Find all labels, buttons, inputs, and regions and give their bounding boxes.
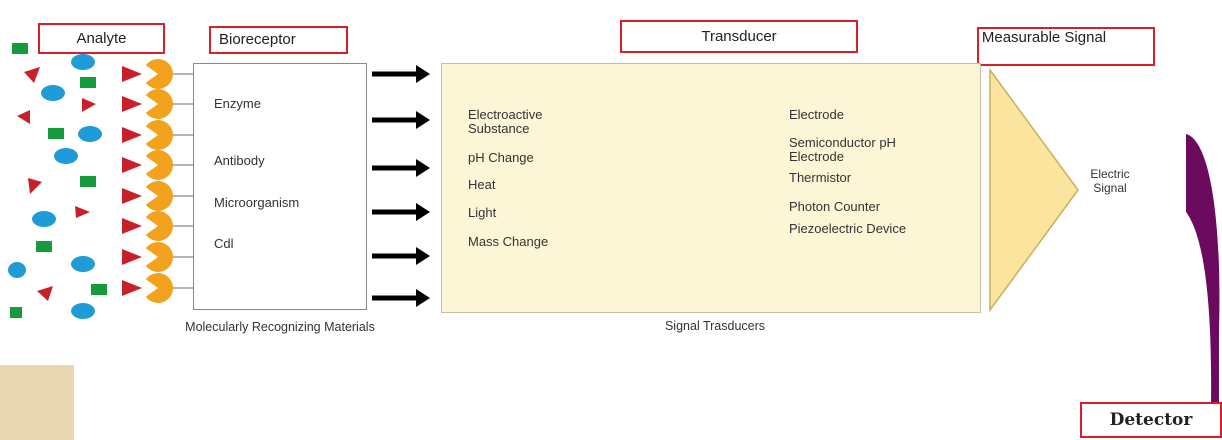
transducer-output-thermistor: Thermistor (789, 170, 852, 185)
analyte-square (80, 176, 96, 187)
bioreceptor-item-microorganism: Microorganism (214, 195, 300, 210)
bio-arrow-head (416, 247, 430, 265)
analyte-square (10, 307, 22, 318)
bio-arrow-head (416, 289, 430, 307)
bound-analyte-triangle (122, 127, 142, 143)
bio-arrow-head (416, 65, 430, 83)
transducer-input-mass-change: Mass Change (468, 234, 549, 249)
bioreceptor-pacman (145, 150, 174, 180)
bio-arrow-head (416, 159, 430, 177)
analyte-circle (78, 126, 102, 142)
bioreceptor-pacman (145, 59, 174, 89)
transducer-output-electrode: Electrode (789, 107, 844, 122)
analyte-square (36, 241, 52, 252)
analyte-circle (8, 262, 26, 278)
analyte-triangle (75, 206, 90, 218)
analyte-circle (71, 54, 95, 70)
transducer-output-photon-counter: Photon Counter (789, 199, 881, 214)
bioreceptor-pacman (145, 273, 174, 304)
bound-analyte-triangle (122, 96, 142, 112)
bound-analyte-triangle (122, 66, 142, 82)
analyte-label: Analyte (38, 23, 165, 54)
bound-analyte-triangle (122, 157, 142, 173)
background-block (0, 365, 74, 440)
transducer-input-light: Light (468, 205, 497, 220)
analyte-triangle (82, 98, 96, 112)
transducer-input-heat: Heat (468, 177, 496, 192)
bioreceptor-pacman (145, 89, 174, 119)
analyte-molecules (8, 43, 107, 319)
detector-arrow (1186, 134, 1220, 404)
transducer-caption: Signal Trasducers (664, 319, 766, 333)
analyte-circle (41, 85, 65, 101)
bioreceptor-label: Bioreceptor (209, 26, 348, 54)
bioreceptor-pacman (145, 242, 174, 273)
signal-triangle (989, 67, 1079, 313)
bound-analyte-triangle (122, 218, 142, 234)
bound-analyte-triangle (122, 280, 142, 296)
analyte-square (48, 128, 64, 139)
analyte-circle (71, 303, 95, 319)
analyte-square (80, 77, 96, 88)
transducer-box: Electroactive Substance pH Change Heat L… (441, 63, 981, 313)
transducer-input-ph-change: pH Change (468, 150, 534, 165)
bioreceptor-to-transducer-arrows (372, 65, 430, 307)
transducer-output-piezoelectric: Piezoelectric Device (789, 221, 907, 236)
bioreceptor-pacman (145, 211, 174, 242)
analyte-circle (54, 148, 78, 164)
analyte-triangle (37, 286, 53, 301)
bio-arrow-head (416, 111, 430, 129)
analyte-triangle (24, 67, 40, 83)
bound-analyte-triangle (122, 249, 142, 265)
bioreceptor-row (122, 59, 193, 304)
analyte-square (91, 284, 107, 295)
bio-arrow-head (416, 203, 430, 221)
bioreceptor-pacman (145, 119, 174, 150)
measurable-signal-label: Measurable Signal (977, 27, 1155, 66)
detector-label: Detector (1080, 402, 1222, 438)
analyte-triangle (28, 178, 42, 194)
analyte-circle (71, 256, 95, 272)
analyte-triangle (17, 110, 30, 124)
bioreceptor-item-antibody: Antibody (214, 153, 265, 168)
bioreceptor-pacman (145, 181, 174, 211)
bioreceptor-item-enzyme: Enzyme (214, 96, 261, 111)
bioreceptor-caption: Molecularly Recognizing Materials (185, 320, 375, 334)
bioreceptor-box: Enzyme Antibody Microorganism Cdl (193, 63, 367, 310)
bioreceptor-item-cdl: Cdl (214, 236, 234, 251)
analyte-circle (32, 211, 56, 227)
transducer-label: Transducer (620, 20, 858, 53)
analyte-square (12, 43, 28, 54)
transducer-output-semiconductor: Semiconductor pH Electrode (789, 135, 896, 164)
electric-signal-label: Electric Signal (1090, 167, 1130, 195)
transducer-input-electroactive: Electroactive Substance (468, 107, 543, 136)
bound-analyte-triangle (122, 188, 142, 204)
